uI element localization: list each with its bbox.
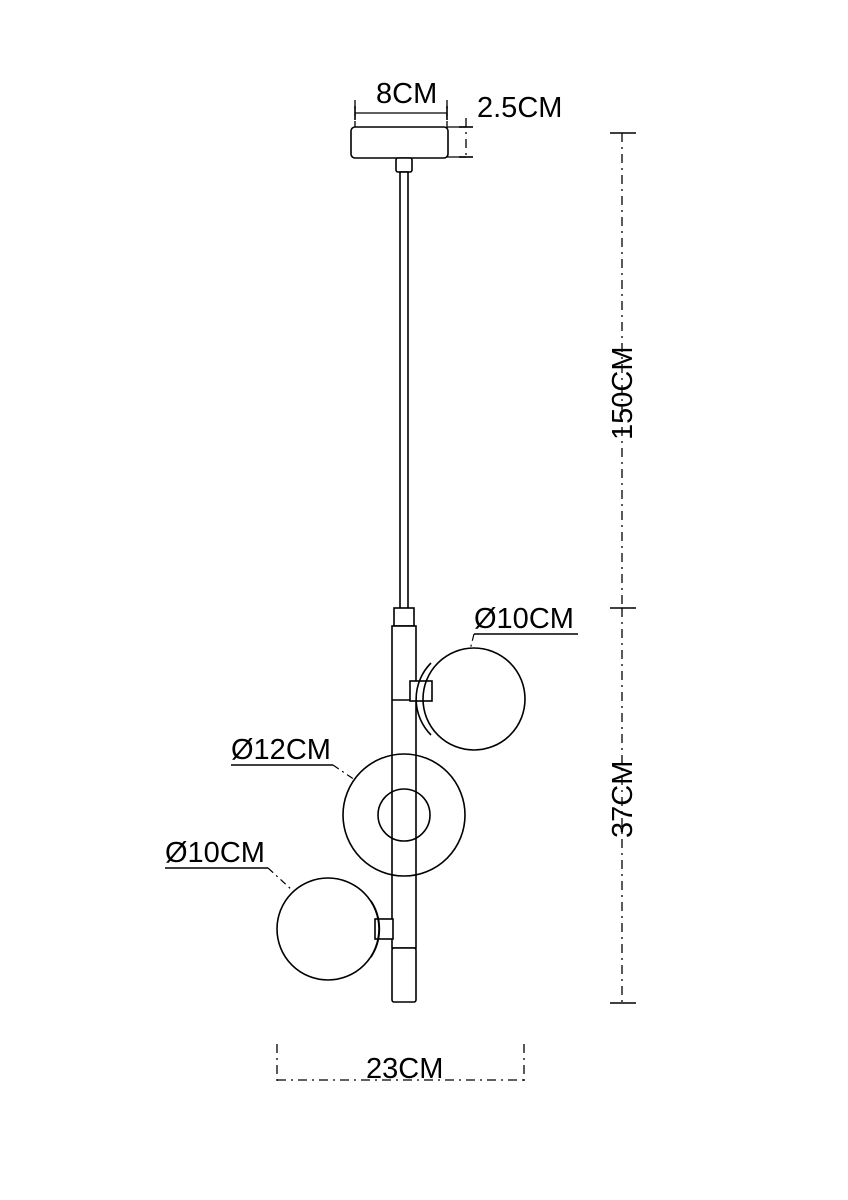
dimension-canopy-width: 8CM xyxy=(354,78,448,128)
dimension-label-canopy-width: 8CM xyxy=(376,78,437,110)
upper-glass-globe xyxy=(409,647,526,751)
dimension-label-canopy-height: 2.5CM xyxy=(477,92,562,124)
suspension-rod xyxy=(395,157,413,613)
lower-glass-globe xyxy=(276,877,394,981)
dimension-total-drop: 150CM xyxy=(607,132,639,609)
dimension-upper-globe: Ø10CM xyxy=(469,603,578,651)
dimension-label-body-height: 37CM xyxy=(607,761,639,838)
dimension-label-ring: Ø12CM xyxy=(231,734,331,766)
dimension-label-lower-globe: Ø10CM xyxy=(165,837,265,869)
ceiling-canopy-plate xyxy=(350,126,449,159)
dimension-label-total-drop: 150CM xyxy=(607,347,639,441)
dimension-label-upper-globe: Ø10CM xyxy=(474,603,574,635)
dimension-label-overall-width: 23CM xyxy=(366,1053,443,1085)
center-ring-shade xyxy=(342,753,466,877)
dimension-canopy-height: 2.5CM xyxy=(447,92,562,160)
dimension-lower-globe: Ø10CM xyxy=(165,837,293,891)
vertical-body-tube xyxy=(391,607,417,1003)
dimension-overall-width: 23CM xyxy=(276,1044,525,1085)
dimension-body-height: 37CM xyxy=(607,608,639,1004)
dimension-ring: Ø12CM xyxy=(231,734,356,781)
